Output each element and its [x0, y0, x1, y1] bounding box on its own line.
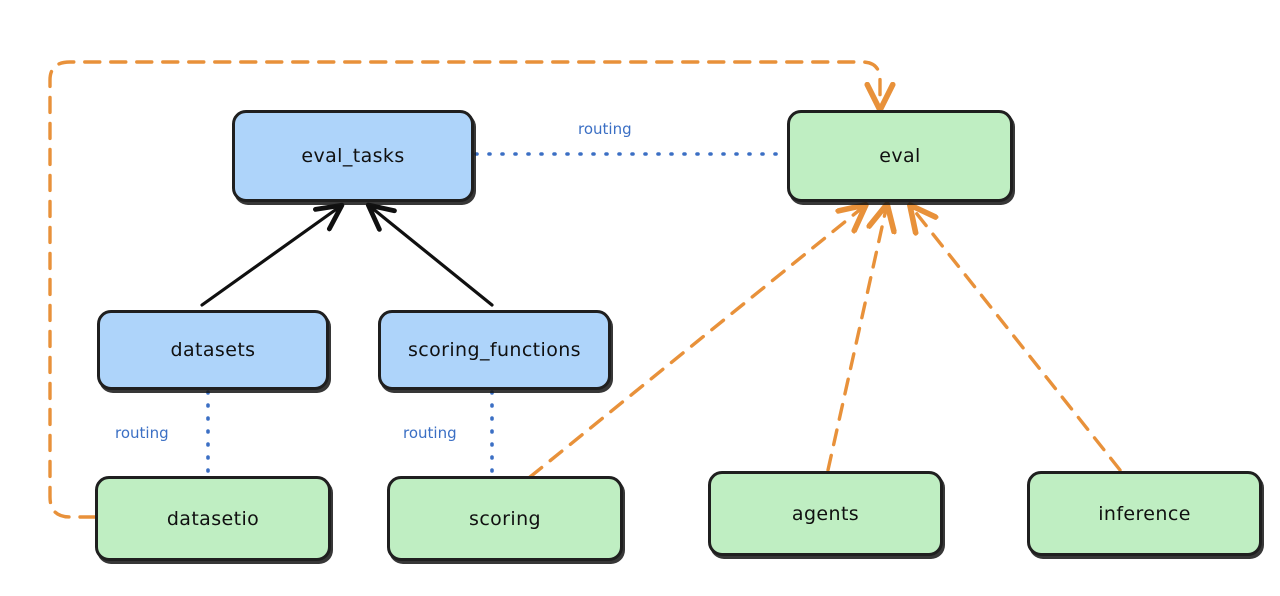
- node-eval[interactable]: eval: [787, 110, 1013, 202]
- edge-label-routing-scoring: routing: [400, 424, 460, 442]
- node-eval-tasks[interactable]: eval_tasks: [232, 110, 474, 202]
- node-label: inference: [1098, 502, 1191, 525]
- node-datasets[interactable]: datasets: [97, 310, 329, 390]
- node-scoring-functions[interactable]: scoring_functions: [378, 310, 611, 390]
- edge-scoring_functions-eval_tasks: [365, 202, 494, 307]
- edge-label-routing-datasets: routing: [112, 424, 172, 442]
- edge-label-routing-top: routing: [575, 120, 635, 138]
- edge-datasets-eval_tasks: [200, 202, 345, 307]
- node-label: datasetio: [166, 507, 260, 530]
- node-label: eval_tasks: [301, 145, 405, 167]
- node-datasetio[interactable]: datasetio: [95, 476, 331, 561]
- edge-inference-eval: [913, 209, 1122, 472]
- node-label: scoring_functions: [408, 339, 581, 361]
- node-label: scoring: [469, 507, 541, 530]
- node-scoring[interactable]: scoring: [387, 476, 623, 561]
- edge-agents-eval: [826, 209, 886, 472]
- node-label: datasets: [170, 339, 256, 361]
- node-label: eval: [879, 145, 921, 167]
- node-label: agents: [791, 502, 860, 525]
- node-inference[interactable]: inference: [1027, 471, 1262, 556]
- node-agents[interactable]: agents: [708, 471, 943, 556]
